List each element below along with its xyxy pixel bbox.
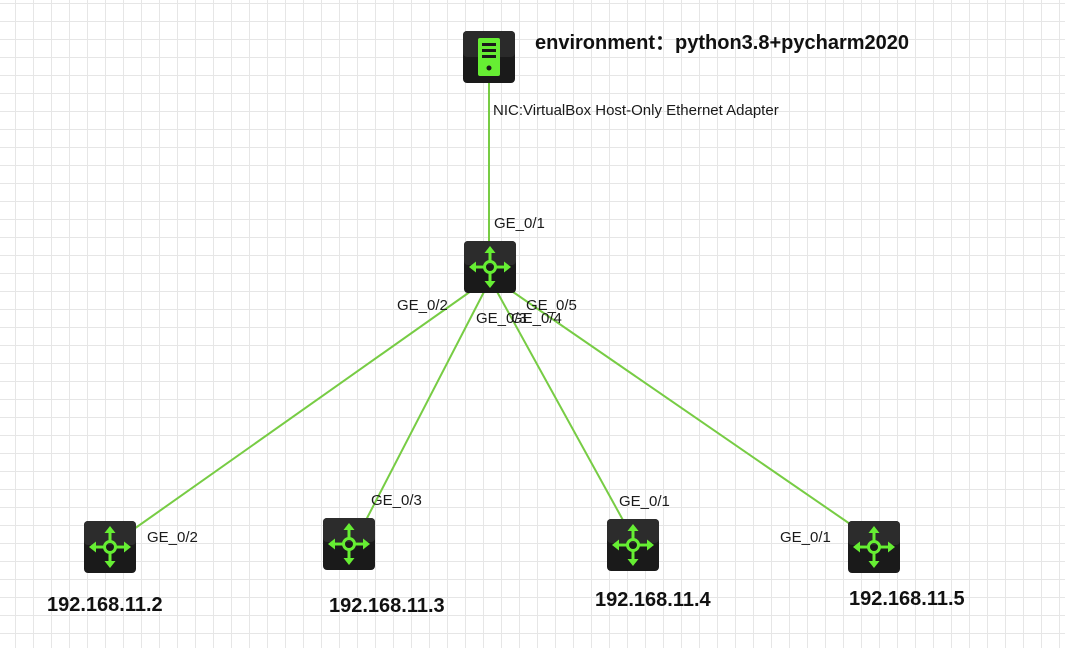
link-center-sw5[interactable]: [499, 282, 854, 527]
link-center-sw2[interactable]: [133, 283, 482, 530]
host-server[interactable]: [463, 31, 515, 83]
port-label-sw3: GE_0/3: [371, 492, 422, 509]
switch-192-168-11-4[interactable]: [607, 519, 659, 571]
ip-label-sw2: 192.168.11.2: [47, 594, 163, 616]
port-label-center-to-sw5: GE_0/5: [526, 297, 577, 314]
router-icon: [323, 518, 375, 570]
port-label-sw4: GE_0/1: [619, 493, 670, 510]
server-icon: [463, 31, 515, 83]
router-icon: [464, 241, 516, 293]
port-label-center-to-sw4: GE_0/4: [511, 310, 562, 327]
ip-label-sw5: 192.168.11.5: [849, 588, 965, 610]
link-center-sw4[interactable]: [494, 287, 625, 523]
port-label-sw5: GE_0/1: [780, 529, 831, 546]
link-center-sw3[interactable]: [364, 287, 487, 523]
ip-label-sw3: 192.168.11.3: [329, 595, 445, 617]
nic-label: NIC:VirtualBox Host-Only Ethernet Adapte…: [493, 102, 779, 119]
router-icon: [848, 521, 900, 573]
ip-label-sw4: 192.168.11.4: [595, 589, 711, 611]
router-icon: [84, 521, 136, 573]
switch-192-168-11-2[interactable]: [84, 521, 136, 573]
port-label-center-to-sw2: GE_0/2: [397, 297, 448, 314]
switch-192-168-11-5[interactable]: [848, 521, 900, 573]
switch-192-168-11-3[interactable]: [323, 518, 375, 570]
port-label-sw2: GE_0/2: [147, 529, 198, 546]
center-switch[interactable]: [464, 241, 516, 293]
router-icon: [607, 519, 659, 571]
port-label-center-up: GE_0/1: [494, 215, 545, 232]
environment-label: environment：python3.8+pycharm2020: [535, 32, 910, 54]
port-label-center-to-sw3: GE_0/3: [476, 310, 527, 327]
